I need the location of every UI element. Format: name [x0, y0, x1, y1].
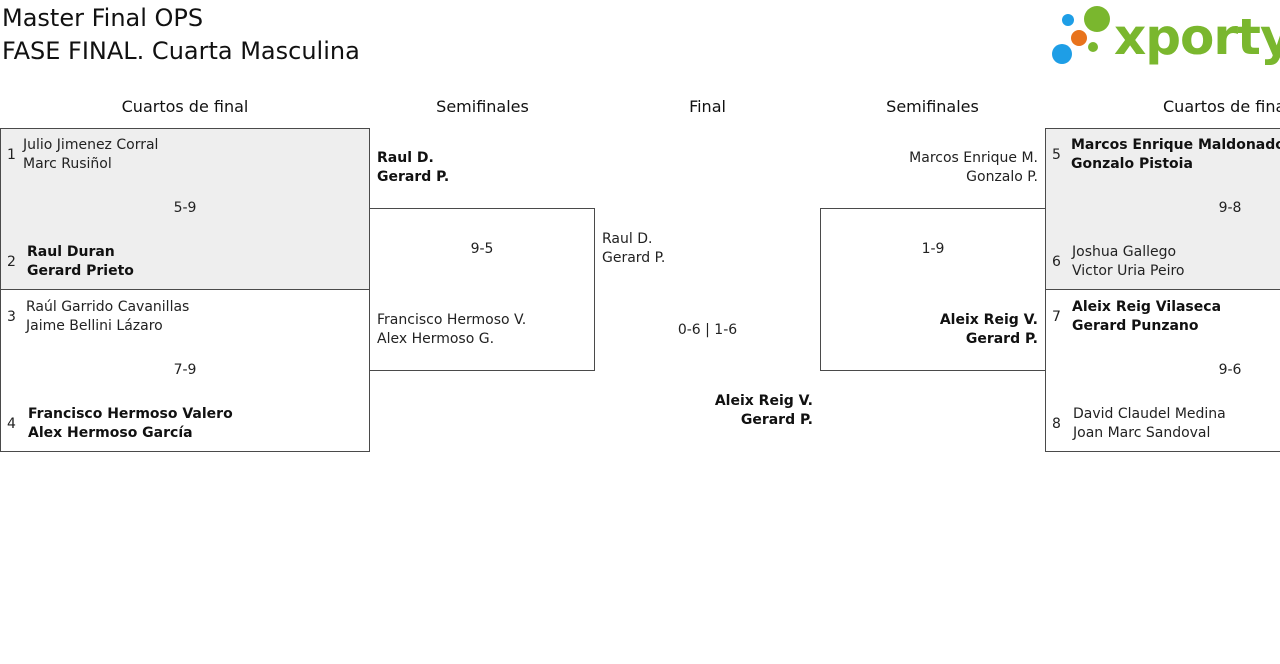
match-score: 9-5	[470, 241, 494, 257]
player-name: Gerard P.	[740, 412, 813, 428]
player-name: Joan Marc Sandoval	[1073, 425, 1211, 441]
player-name: Raul D.	[602, 231, 653, 247]
player-name: Francisco Hermoso V.	[377, 312, 527, 328]
player-name: Gerard P.	[965, 331, 1038, 347]
team-pair-winner[interactable]: Aleix Reig V. Gerard P.	[940, 311, 1038, 349]
round-header-final: Final	[689, 97, 726, 116]
round-header-left-semis: Semifinales	[436, 97, 529, 116]
match-box-quarter-3[interactable]	[1045, 128, 1280, 290]
logo-wordmark: xporty	[1114, 8, 1280, 66]
page-title: Master Final OPS	[2, 4, 204, 32]
player-name: Raul Duran	[27, 244, 115, 260]
team-pair[interactable]: Francisco Hermoso V. Alex Hermoso G.	[377, 311, 526, 349]
player-name: Marc Rusiñol	[23, 156, 112, 172]
match-box-quarter-4[interactable]	[1045, 289, 1280, 452]
player-name: Joshua Gallego	[1072, 244, 1177, 260]
team-pair-winner[interactable]: Francisco Hermoso Valero Alex Hermoso Ga…	[28, 405, 233, 443]
match-box-quarter-2[interactable]	[0, 289, 370, 452]
logo-dot-green	[1084, 6, 1110, 32]
player-name: Aleix Reig V.	[939, 312, 1038, 328]
seed-number: 8	[1052, 416, 1061, 432]
match-box-semi-right[interactable]	[820, 208, 1046, 371]
match-box-semi-left[interactable]	[369, 208, 595, 371]
player-name: Julio Jimenez Corral	[23, 137, 159, 153]
team-pair[interactable]: Raúl Garrido Cavanillas Jaime Bellini Lá…	[26, 298, 189, 336]
round-header-left-quarters: Cuartos de final	[121, 97, 249, 116]
team-pair[interactable]: Joshua Gallego Victor Uria Peiro	[1072, 243, 1185, 281]
logo-dot-blue-small	[1062, 14, 1074, 26]
logo-dot-orange	[1071, 30, 1087, 46]
round-header-right-semis: Semifinales	[886, 97, 979, 116]
match-score: 7-9	[173, 362, 197, 378]
seed-number: 7	[1052, 309, 1061, 325]
round-header-right-quarters: Cuartos de final	[1163, 97, 1280, 116]
match-score: 1-9	[921, 241, 945, 257]
player-name: Jaime Bellini Lázaro	[26, 318, 163, 334]
team-pair-winner[interactable]: Raul D. Gerard P.	[377, 149, 449, 187]
seed-number: 1	[7, 147, 16, 163]
team-pair[interactable]: David Claudel Medina Joan Marc Sandoval	[1073, 405, 1226, 443]
team-pair[interactable]: Raul D. Gerard P.	[602, 230, 665, 268]
match-score: 9-8	[1218, 200, 1242, 216]
player-name: Gonzalo Pistoia	[1071, 156, 1193, 172]
player-name: Marcos Enrique Maldonado	[1071, 137, 1280, 153]
team-pair[interactable]: Julio Jimenez Corral Marc Rusiñol	[23, 136, 158, 174]
player-name: Alex Hermoso García	[28, 425, 193, 441]
team-pair-winner[interactable]: Raul Duran Gerard Prieto	[27, 243, 134, 281]
player-name: David Claudel Medina	[1073, 406, 1226, 422]
player-name: Raúl Garrido Cavanillas	[26, 299, 190, 315]
team-pair-champion[interactable]: Aleix Reig V. Gerard P.	[715, 392, 813, 430]
team-pair[interactable]: Marcos Enrique M. Gonzalo P.	[909, 149, 1038, 187]
player-name: Alex Hermoso G.	[377, 331, 495, 347]
match-score: 9-6	[1218, 362, 1242, 378]
match-box-quarter-1[interactable]	[0, 128, 370, 290]
player-name: Marcos Enrique M.	[909, 150, 1038, 166]
xporty-logo[interactable]: xporty	[1050, 4, 1280, 68]
seed-number: 5	[1052, 147, 1061, 163]
player-name: Gonzalo P.	[966, 169, 1038, 185]
team-pair-winner[interactable]: Marcos Enrique Maldonado Gonzalo Pistoia	[1071, 136, 1280, 174]
seed-number: 3	[7, 309, 16, 325]
seed-number: 4	[7, 416, 16, 432]
page-subtitle: FASE FINAL. Cuarta Masculina	[2, 37, 360, 65]
player-name: Aleix Reig Vilaseca	[1072, 299, 1222, 315]
team-pair-winner[interactable]: Aleix Reig Vilaseca Gerard Punzano	[1072, 298, 1221, 336]
seed-number: 2	[7, 254, 16, 270]
player-name: Raul D.	[377, 150, 434, 166]
player-name: Gerard P.	[377, 169, 450, 185]
player-name: Victor Uria Peiro	[1072, 263, 1185, 279]
player-name: Aleix Reig V.	[714, 393, 813, 409]
player-name: Gerard Prieto	[27, 263, 134, 279]
seed-number: 6	[1052, 254, 1061, 270]
logo-dot-green-small	[1088, 42, 1098, 52]
player-name: Gerard Punzano	[1072, 318, 1199, 334]
match-score: 5-9	[173, 200, 197, 216]
player-name: Gerard P.	[602, 250, 666, 266]
final-score: 0-6 | 1-6	[677, 322, 738, 338]
player-name: Francisco Hermoso Valero	[28, 406, 233, 422]
logo-dot-blue-large	[1052, 44, 1072, 64]
